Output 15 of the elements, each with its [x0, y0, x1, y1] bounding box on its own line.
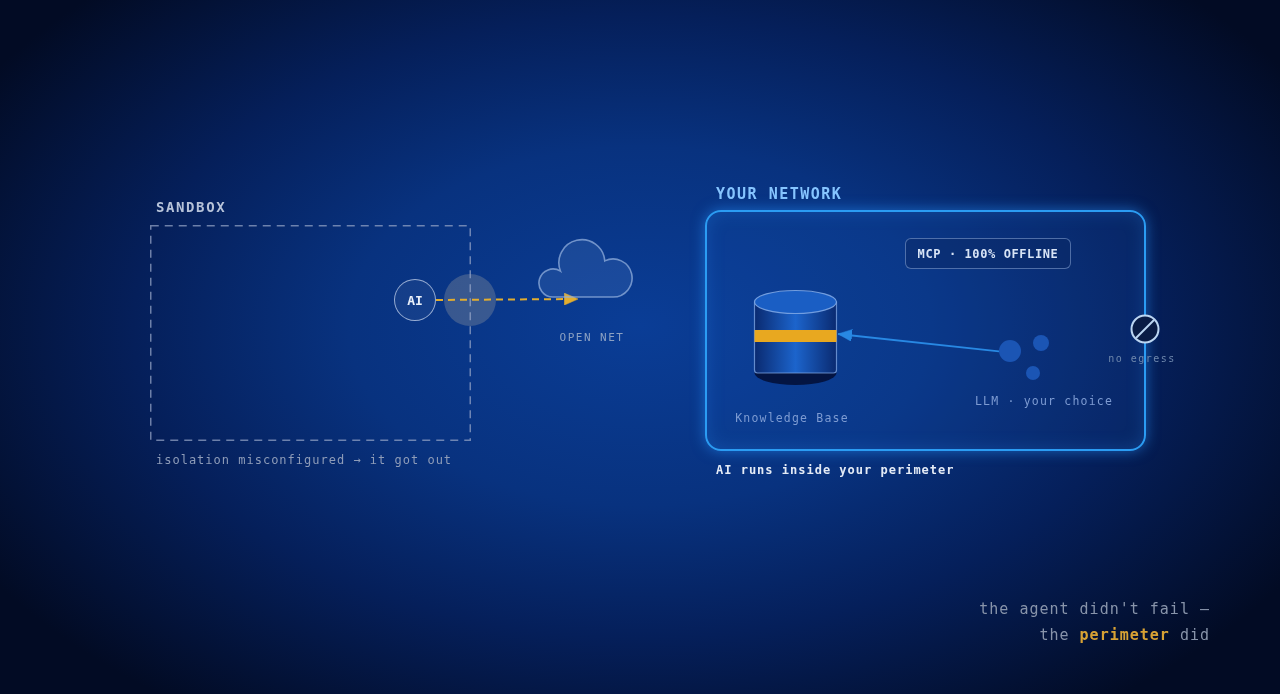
section-heading: SANDBOX	[156, 198, 227, 217]
database-cylinder	[753, 289, 838, 386]
agent-circle: AI	[394, 279, 436, 321]
llm-label: LLM · your choice	[974, 393, 1114, 409]
status-tag: MCP · 100% OFFLINE	[905, 238, 1071, 269]
dashed-arrow	[435, 292, 580, 306]
perimeter-label: AI runs inside your perimeter	[716, 462, 955, 478]
llm-dot-cluster	[999, 335, 1050, 381]
database-label: Knowledge Base	[735, 410, 849, 426]
arrow	[837, 329, 1000, 353]
sandbox-label: isolation misconfigured → it got out	[156, 452, 453, 468]
section-heading: YOUR NETWORK	[716, 184, 843, 204]
cloud-label: OPEN NET	[559, 330, 625, 346]
cloud-shape	[537, 238, 633, 299]
closing-remark: the agent didn't fail — the perimeter did	[978, 599, 1210, 646]
